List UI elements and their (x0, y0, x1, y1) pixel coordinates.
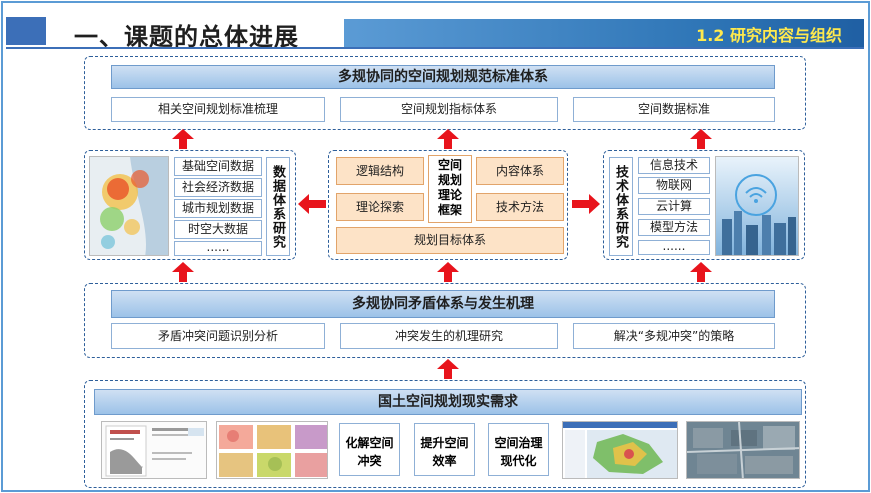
section-title: 1.2 研究内容与组织 (696, 26, 842, 45)
demand-item-line: 空间治理 (494, 436, 543, 450)
page-title: 一、课题的总体进展 (74, 23, 299, 51)
tech-system-label: 技术体系研究 (609, 157, 633, 256)
demand-item-line: 现代化 (500, 454, 537, 468)
heatmap-image (89, 156, 169, 256)
framework-core: 空间规划理论框架 (428, 155, 472, 223)
up-arrow-icon (437, 262, 459, 282)
up-arrow-icon (690, 129, 712, 149)
framework-item: 技术方法 (476, 193, 564, 221)
conflict-item: 冲突发生的机理研究 (340, 323, 558, 349)
demand-item-line: 效率 (432, 454, 457, 468)
report-document-image (101, 421, 207, 479)
planning-goal-system: 规划目标体系 (336, 227, 564, 254)
tech-item: 模型方法 (638, 219, 710, 236)
demand-item: 化解空间 冲突 (339, 423, 400, 476)
conflict-item: 矛盾冲突问题识别分析 (111, 323, 325, 349)
planning-maps-image (216, 421, 328, 479)
framework-item: 内容体系 (476, 157, 564, 185)
tech-item: ...... (638, 240, 710, 255)
conflict-item: 解决“多规冲突”的策略 (573, 323, 775, 349)
data-item: 基础空间数据 (174, 157, 262, 176)
standards-item: 空间规划指标体系 (340, 97, 558, 122)
data-item: 时空大数据 (174, 220, 262, 239)
smart-city-image (715, 156, 799, 256)
up-arrow-icon (437, 359, 459, 379)
framework-core-label: 空间规划理论框架 (437, 158, 462, 217)
standards-system-title: 多规协同的空间规划规范标准体系 (111, 65, 775, 89)
up-arrow-icon (690, 262, 712, 282)
satellite-map-image (686, 421, 800, 479)
up-arrow-icon (437, 129, 459, 149)
up-arrow-icon (172, 129, 194, 149)
tech-item: 云计算 (638, 198, 710, 215)
data-item: 城市规划数据 (174, 199, 262, 218)
demand-item: 提升空间 效率 (414, 423, 475, 476)
data-system-label: 数据体系研究 (266, 157, 290, 256)
header-accent-block (6, 17, 46, 45)
demand-item-line: 冲突 (357, 454, 382, 468)
conflict-mechanism-title: 多规协同矛盾体系与发生机理 (111, 290, 775, 318)
standards-item: 相关空间规划标准梳理 (111, 97, 325, 122)
realistic-demand-title: 国土空间规划现实需求 (94, 389, 802, 415)
demand-item: 空间治理 现代化 (488, 423, 549, 476)
framework-item: 理论探索 (336, 193, 424, 221)
demand-item-line: 化解空间 (345, 436, 394, 450)
data-item: 社会经济数据 (174, 178, 262, 197)
tech-item: 信息技术 (638, 157, 710, 174)
standards-item: 空间数据标准 (573, 97, 775, 122)
framework-item: 逻辑结构 (336, 157, 424, 185)
left-arrow-icon (298, 194, 326, 214)
up-arrow-icon (172, 262, 194, 282)
section-banner: 1.2 研究内容与组织 (344, 19, 864, 47)
header-divider (6, 47, 864, 49)
tech-item: 物联网 (638, 177, 710, 194)
data-item: ...... (174, 241, 262, 256)
gis-software-image (562, 421, 678, 479)
demand-item-line: 提升空间 (420, 436, 469, 450)
right-arrow-icon (572, 194, 600, 214)
